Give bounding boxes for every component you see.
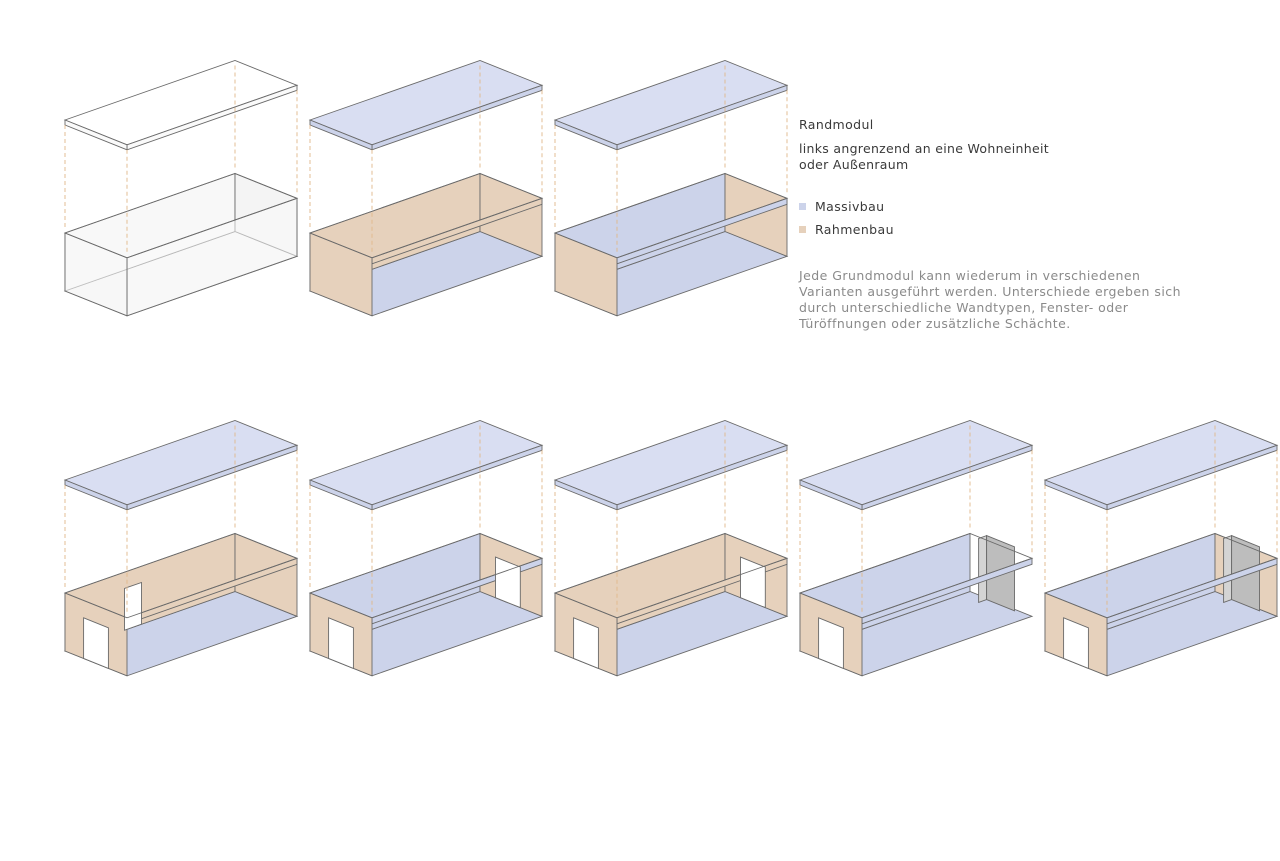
wall-rim [1043,533,1279,619]
shaft-front-face [1223,534,1233,604]
module-1 [63,60,299,317]
module-7 [798,420,1034,677]
wall-rim [553,173,789,259]
shaft-front-face [978,534,988,604]
wall-rim [63,533,299,619]
door-opening-left [818,617,844,670]
ceiling-slab-side [64,479,128,511]
wall-rim [63,173,299,259]
module-8 [1043,420,1279,677]
ceiling-slab-side [554,479,618,511]
door-opening-left [573,617,599,670]
legend-label: Rahmenbau [815,222,894,237]
door-opening-left [328,617,354,670]
wall-rim [308,173,544,259]
description-text: Jede Grundmodul kann wiederum in verschi… [799,268,1181,331]
legend-label: Massivbau [815,199,885,214]
module-2 [308,60,544,317]
ceiling-slab-side [554,119,618,151]
door-opening-right [740,556,766,609]
diagram-title: Randmodul [799,117,874,132]
legend-item-rahmenbau: Rahmenbau [799,222,894,237]
diagram-subtitle: links angrenzend an eine Wohneinheit ode… [799,141,1049,172]
module-3 [553,60,789,317]
module-5 [308,420,544,677]
door-opening-left [1063,617,1089,670]
legend-item-massivbau: Massivbau [799,199,884,214]
wall-rim [798,533,1034,619]
ceiling-slab-side [309,479,373,511]
wall-rim [553,533,789,619]
legend-swatch-rahmenbau [799,226,806,233]
door-opening-right [495,556,521,609]
wall-rim [308,533,544,619]
ceiling-slab-side [799,479,863,511]
module-4 [63,420,299,677]
ceiling-slab-side [309,119,373,151]
ceiling-slab-side [64,119,128,151]
door-opening-left [83,617,109,670]
door-opening-back [124,581,142,631]
ceiling-slab-side [1044,479,1108,511]
legend-swatch-massivbau [799,203,806,210]
module-6 [553,420,789,677]
